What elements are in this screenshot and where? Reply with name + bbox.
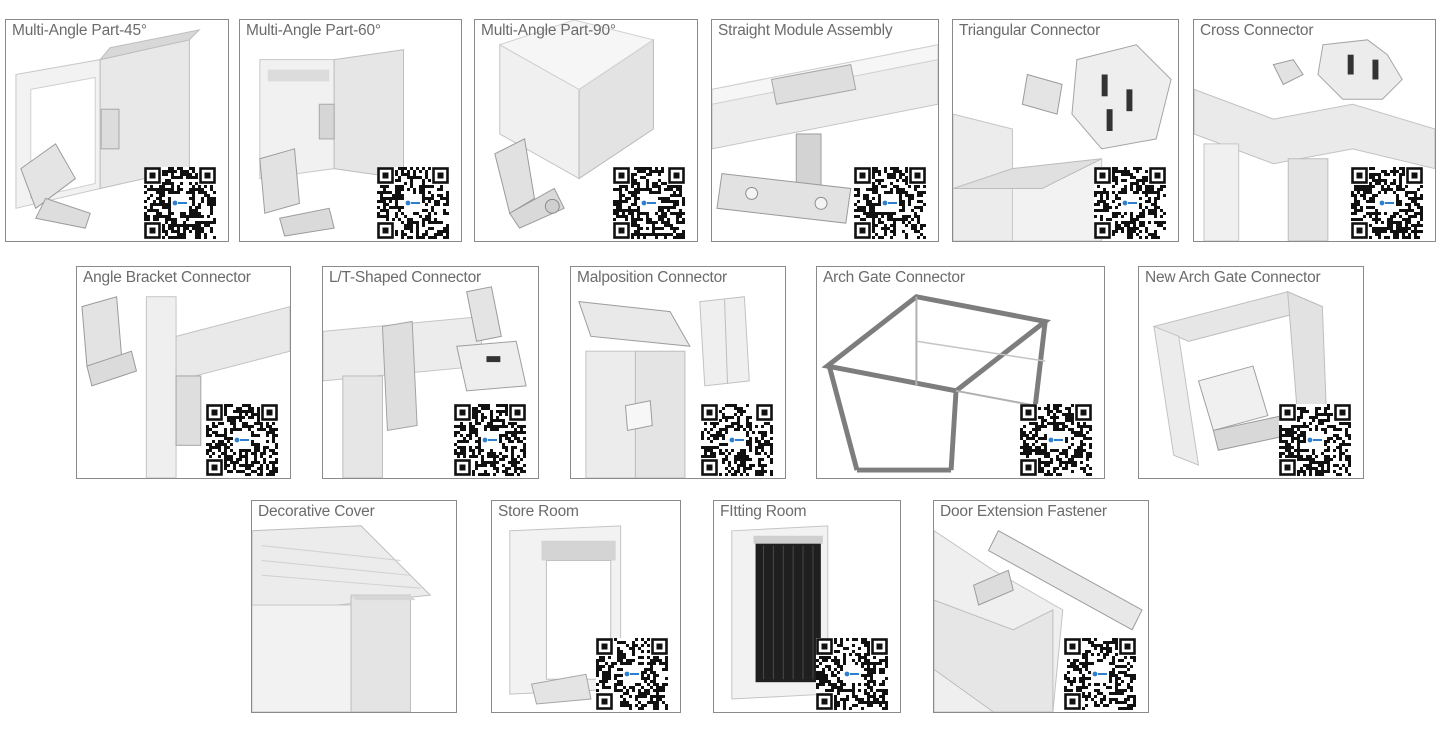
qr-code-icon bbox=[454, 404, 526, 476]
card-title: FItting Room bbox=[720, 503, 807, 520]
store-room-illustration bbox=[509, 525, 622, 705]
qr-code-icon bbox=[377, 167, 449, 239]
qr-code-icon bbox=[596, 638, 668, 710]
card-title: Multi-Angle Part-90° bbox=[481, 22, 616, 39]
qr-code-icon bbox=[854, 167, 926, 239]
qr-code-icon bbox=[1351, 167, 1423, 239]
malposition-connector-illustration bbox=[578, 296, 750, 478]
card-title: Multi-Angle Part-60° bbox=[246, 22, 381, 39]
card-cross-connector[interactable]: Cross Connector bbox=[1193, 19, 1436, 242]
card-malposition-connector[interactable]: Malposition Connector bbox=[570, 266, 786, 479]
card-title: Door Extension Fastener bbox=[940, 503, 1107, 520]
card-triangular-connector[interactable]: Triangular Connector bbox=[952, 19, 1179, 242]
card-new-arch-gate-connector[interactable]: New Arch Gate Connector bbox=[1138, 266, 1364, 479]
new-arch-gate-illustration bbox=[1152, 290, 1328, 466]
cross-connector-illustration bbox=[1194, 39, 1435, 241]
qr-code-icon bbox=[613, 167, 685, 239]
qr-code-icon bbox=[1064, 638, 1136, 710]
card-title: L/T-Shaped Connector bbox=[329, 269, 481, 286]
qr-code-icon bbox=[1020, 404, 1092, 476]
card-title: Triangular Connector bbox=[959, 22, 1101, 39]
card-lt-connector[interactable]: L/T-Shaped Connector bbox=[322, 266, 539, 479]
angle-bracket-illustration bbox=[81, 296, 290, 478]
card-door-extension-fastener[interactable]: Door Extension Fastener bbox=[933, 500, 1149, 713]
card-title: Multi-Angle Part-45° bbox=[12, 22, 147, 39]
qr-code-icon bbox=[144, 167, 216, 239]
card-decorative-cover[interactable]: Decorative Cover bbox=[251, 500, 457, 713]
angle-connector-45-illustration bbox=[15, 29, 201, 229]
card-title: Store Room bbox=[498, 503, 579, 520]
card-title: Arch Gate Connector bbox=[823, 269, 965, 286]
card-fitting-room[interactable]: FItting Room bbox=[713, 500, 901, 713]
decorative-cover-illustration bbox=[252, 525, 432, 712]
qr-code-icon bbox=[816, 638, 888, 710]
card-title: Malposition Connector bbox=[577, 269, 728, 286]
fitting-room-illustration bbox=[731, 525, 829, 700]
card-arch-gate-connector[interactable]: Arch Gate Connector bbox=[816, 266, 1105, 479]
arch-gate-frame-illustration bbox=[821, 294, 1052, 473]
triangular-connector-illustration bbox=[953, 44, 1172, 241]
qr-code-icon bbox=[206, 404, 278, 476]
card-title: Decorative Cover bbox=[258, 503, 375, 520]
card-title: Cross Connector bbox=[1200, 22, 1314, 39]
card-straight-module[interactable]: Straight Module Assembly bbox=[711, 19, 939, 242]
card-title: Angle Bracket Connector bbox=[83, 269, 251, 286]
card-angle-bracket[interactable]: Angle Bracket Connector bbox=[76, 266, 291, 479]
card-title: Straight Module Assembly bbox=[718, 22, 893, 39]
card-multi-angle-90[interactable]: Multi-Angle Part-90° bbox=[474, 19, 698, 242]
straight-module-illustration bbox=[712, 44, 938, 224]
card-title: New Arch Gate Connector bbox=[1145, 269, 1321, 286]
lt-connector-illustration bbox=[323, 286, 527, 478]
angle-connector-90-illustration bbox=[494, 20, 655, 229]
card-multi-angle-60[interactable]: Multi-Angle Part-60° bbox=[239, 19, 462, 242]
door-extension-fastener-illustration bbox=[934, 530, 1143, 712]
qr-code-icon bbox=[701, 404, 773, 476]
card-store-room[interactable]: Store Room bbox=[491, 500, 681, 713]
qr-code-icon bbox=[1094, 167, 1166, 239]
card-multi-angle-45[interactable]: Multi-Angle Part-45° bbox=[5, 19, 229, 242]
angle-connector-60-illustration bbox=[259, 49, 405, 237]
qr-code-icon bbox=[1279, 404, 1351, 476]
